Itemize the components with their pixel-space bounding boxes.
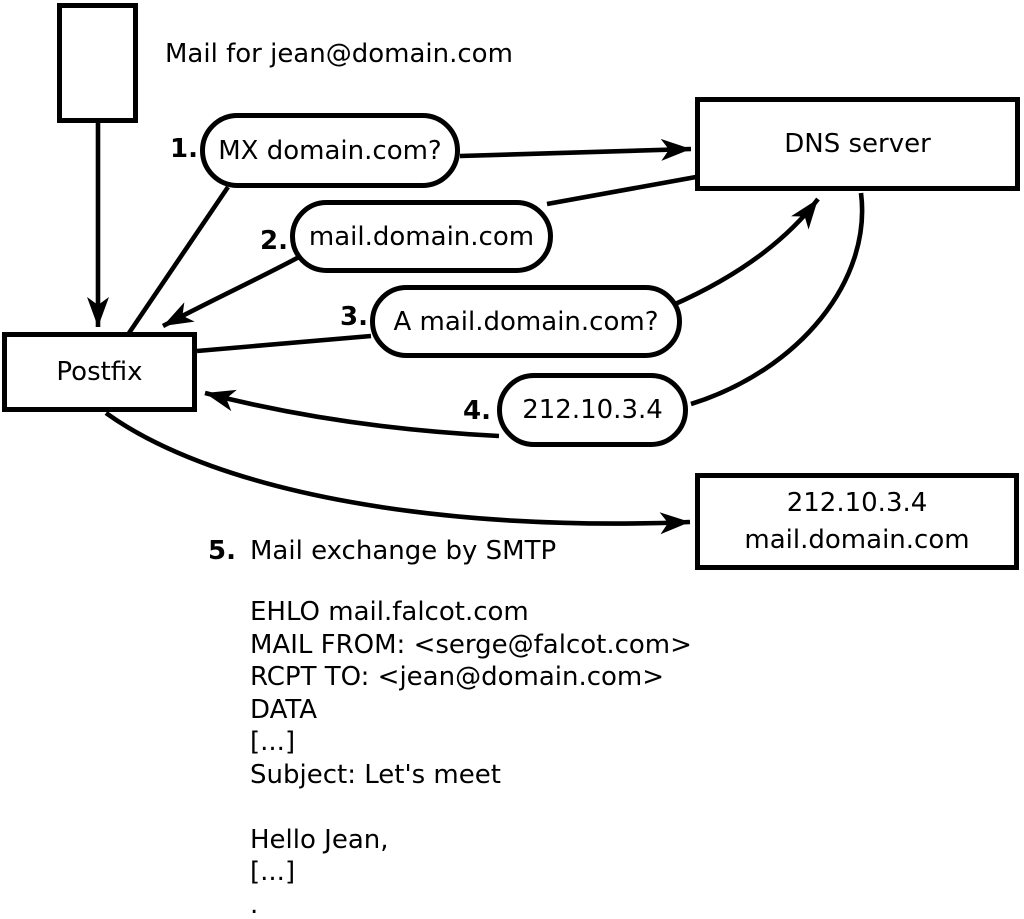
arrow-mx-answer-to-postfix	[161, 254, 301, 329]
mail-server-ip-label: 212.10.3.4	[786, 487, 928, 518]
line-dns-to-mx-answer	[546, 174, 697, 207]
answer-pill-mailhost-label: mail.domain.com	[308, 221, 535, 252]
query-pill-mx: MX domain.com?	[200, 113, 460, 188]
smtp-line-ehlo: EHLO mail.falcot.com	[250, 597, 529, 627]
postfix-box: Postfix	[2, 332, 197, 412]
step-number-1: 1.	[170, 134, 198, 164]
line-postfix-to-a-query	[196, 333, 372, 354]
dns-server-box: DNS server	[695, 97, 1020, 191]
smtp-line-ellipsis-2: [...]	[250, 857, 296, 887]
dns-server-label: DNS server	[784, 129, 931, 159]
step-number-3: 3.	[340, 302, 368, 332]
mail-server-host-label: mail.domain.com	[744, 524, 970, 555]
smtp-line-mailfrom: MAIL FROM: <serge@falcot.com>	[250, 629, 692, 660]
answer-pill-mailhost: mail.domain.com	[290, 200, 553, 273]
arrow-mx-query-to-dns	[459, 138, 692, 161]
smtp-line-data: DATA	[250, 694, 317, 725]
mail-message-icon	[57, 3, 138, 123]
step-number-5: 5.	[208, 536, 236, 566]
postfix-label: Postfix	[56, 357, 143, 387]
line-dns-to-a-answer	[690, 192, 865, 407]
mail-for-label: Mail for jean@domain.com	[165, 39, 513, 69]
query-pill-a-record-label: A mail.domain.com?	[393, 306, 659, 337]
step-number-2: 2.	[260, 226, 288, 256]
smtp-line-hello: Hello Jean,	[250, 824, 389, 855]
arrow-a-query-to-dns	[672, 197, 820, 308]
line-postfix-to-mx-query	[127, 185, 230, 335]
mail-server-box: 212.10.3.4 mail.domain.com	[695, 473, 1019, 570]
smtp-line-ellipsis-1: [...]	[250, 727, 296, 757]
smtp-line-subject: Subject: Let's meet	[250, 759, 501, 790]
smtp-line-end-dot: .	[250, 889, 259, 919]
query-pill-mx-label: MX domain.com?	[218, 135, 442, 166]
smtp-line-blank	[250, 791, 790, 824]
step-5-label: Mail exchange by SMTP	[250, 536, 557, 566]
answer-pill-ip: 212.10.3.4	[497, 373, 688, 447]
step-number-4: 4.	[463, 396, 491, 426]
answer-pill-ip-label: 212.10.3.4	[522, 395, 663, 425]
smtp-session-block: EHLO mail.falcot.com MAIL FROM: <serge@f…	[250, 596, 790, 919]
smtp-line-rcptto: RCPT TO: <jean@domain.com>	[250, 662, 665, 692]
query-pill-a-record: A mail.domain.com?	[370, 285, 682, 358]
